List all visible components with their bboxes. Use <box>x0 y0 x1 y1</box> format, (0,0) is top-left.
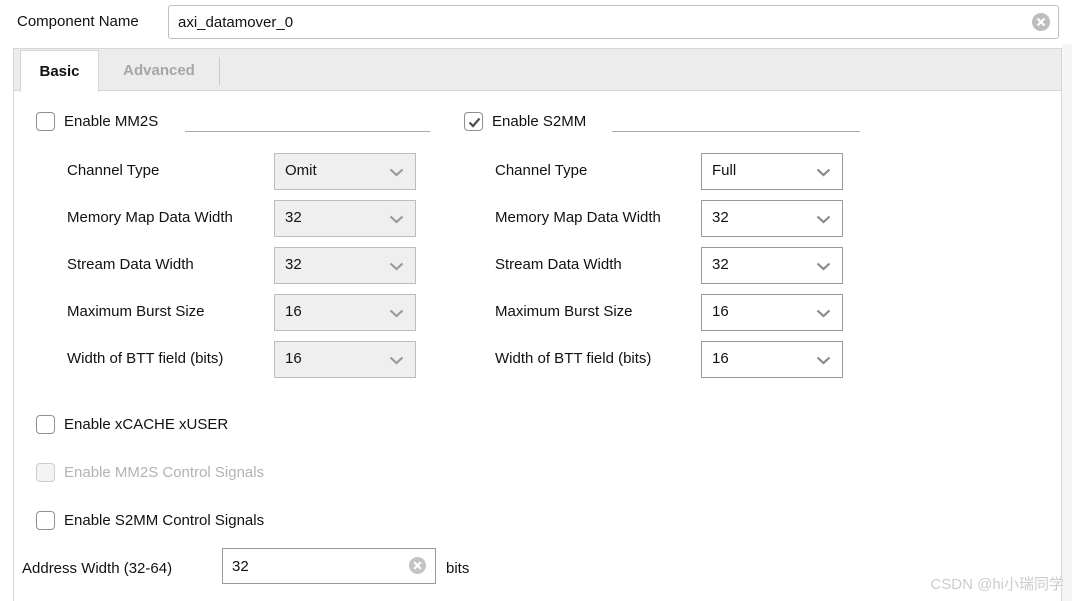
chevron-down-icon <box>389 309 404 318</box>
s2mm-stream-data-width-label: Stream Data Width <box>495 256 622 273</box>
chevron-down-icon <box>389 356 404 365</box>
mm2s-stream-data-width-select[interactable]: 32 <box>274 247 416 284</box>
s2mm-max-burst-label: Maximum Burst Size <box>495 303 633 320</box>
enable-xcache-xuser-checkbox[interactable] <box>36 415 55 434</box>
select-value: 32 <box>712 209 729 226</box>
component-name-field <box>168 5 1059 39</box>
clear-icon[interactable] <box>408 556 428 576</box>
mm2s-btt-width-select[interactable]: 16 <box>274 341 416 378</box>
chevron-down-icon <box>816 168 831 177</box>
s2mm-mm-data-width-select[interactable]: 32 <box>701 200 843 237</box>
s2mm-channel-type-label: Channel Type <box>495 162 588 179</box>
enable-mm2s-checkbox[interactable] <box>36 112 55 131</box>
s2mm-mm-data-width-label: Memory Map Data Width <box>495 209 661 226</box>
enable-s2mm-label: Enable S2MM <box>492 113 587 130</box>
mm2s-divider <box>185 131 430 132</box>
address-width-field <box>222 548 436 584</box>
enable-mm2s-control-signals-label: Enable MM2S Control Signals <box>64 464 265 481</box>
checkmark-icon <box>468 117 481 128</box>
tab-bar: Basic Advanced <box>13 48 1062 92</box>
enable-s2mm-control-signals-checkbox[interactable] <box>36 511 55 530</box>
enable-s2mm-checkbox[interactable] <box>464 112 483 131</box>
address-width-input[interactable] <box>223 549 435 583</box>
basic-tab-panel <box>13 91 1062 601</box>
s2mm-divider <box>612 131 860 132</box>
enable-s2mm-control-signals-label: Enable S2MM Control Signals <box>64 512 265 529</box>
select-value: 16 <box>712 350 729 367</box>
chevron-down-icon <box>816 309 831 318</box>
address-width-units: bits <box>446 560 470 577</box>
mm2s-stream-data-width-label: Stream Data Width <box>67 256 194 273</box>
window-gutter <box>1062 44 1072 601</box>
mm2s-channel-type-select[interactable]: Omit <box>274 153 416 190</box>
select-value: Full <box>712 162 737 179</box>
enable-xcache-xuser-label: Enable xCACHE xUSER <box>64 416 229 433</box>
select-value: 32 <box>712 256 729 273</box>
watermark: CSDN @hi小瑞同学 <box>930 576 1064 593</box>
s2mm-max-burst-select[interactable]: 16 <box>701 294 843 331</box>
clear-icon[interactable] <box>1031 12 1051 32</box>
chevron-down-icon <box>816 356 831 365</box>
select-value: 16 <box>285 303 302 320</box>
tab-separator <box>219 57 220 85</box>
chevron-down-icon <box>816 262 831 271</box>
component-name-input[interactable] <box>169 6 1058 38</box>
chevron-down-icon <box>389 168 404 177</box>
select-value: 16 <box>712 303 729 320</box>
s2mm-btt-width-label: Width of BTT field (bits) <box>495 350 652 367</box>
enable-mm2s-control-signals-checkbox <box>36 463 55 482</box>
component-name-label: Component Name <box>17 13 139 30</box>
chevron-down-icon <box>389 262 404 271</box>
select-value: 32 <box>285 209 302 226</box>
mm2s-mm-data-width-select[interactable]: 32 <box>274 200 416 237</box>
mm2s-channel-type-label: Channel Type <box>67 162 160 179</box>
s2mm-stream-data-width-select[interactable]: 32 <box>701 247 843 284</box>
mm2s-max-burst-select[interactable]: 16 <box>274 294 416 331</box>
s2mm-channel-type-select[interactable]: Full <box>701 153 843 190</box>
mm2s-mm-data-width-label: Memory Map Data Width <box>67 209 233 226</box>
address-width-label: Address Width (32-64) <box>22 560 173 577</box>
tab-basic[interactable]: Basic <box>20 50 99 92</box>
mm2s-btt-width-label: Width of BTT field (bits) <box>67 350 224 367</box>
s2mm-btt-width-select[interactable]: 16 <box>701 341 843 378</box>
chevron-down-icon <box>816 215 831 224</box>
select-value: Omit <box>285 162 317 179</box>
tab-advanced[interactable]: Advanced <box>123 62 195 79</box>
select-value: 16 <box>285 350 302 367</box>
enable-mm2s-label: Enable MM2S <box>64 113 159 130</box>
chevron-down-icon <box>389 215 404 224</box>
select-value: 32 <box>285 256 302 273</box>
mm2s-max-burst-label: Maximum Burst Size <box>67 303 205 320</box>
